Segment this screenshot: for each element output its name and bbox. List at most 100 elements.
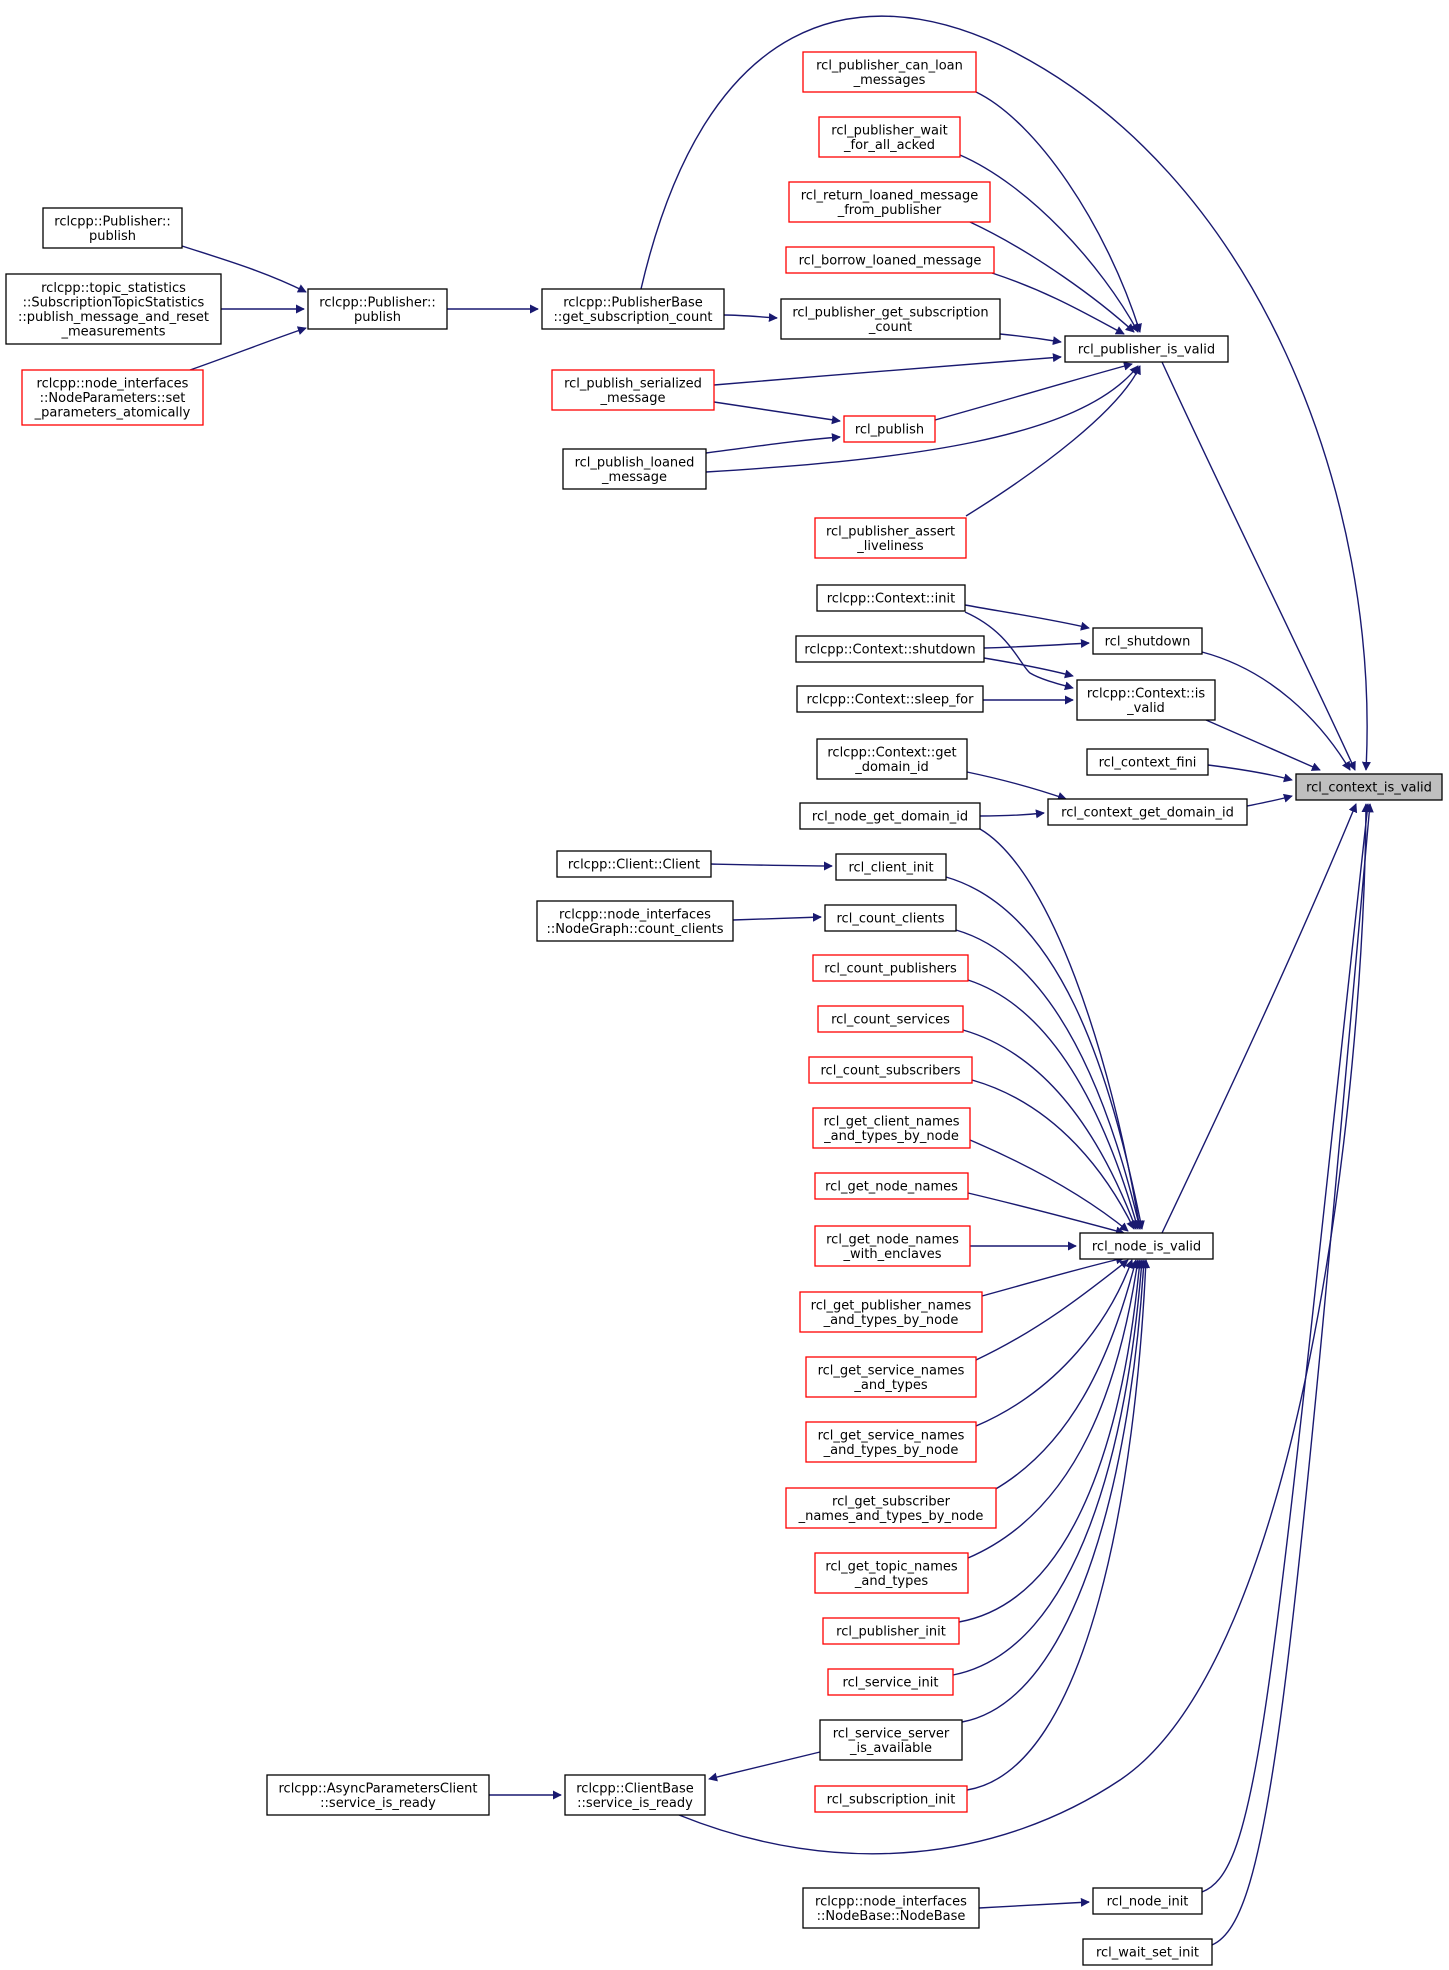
node-rcl-shutdown[interactable]: rcl_shutdown [1092,627,1203,655]
node-node-is-valid[interactable]: rcl_node_is_valid [1079,1232,1214,1260]
node-client-names[interactable]: rcl_get_client_names_and_types_by_node [812,1107,971,1149]
edge-node_names-to-node_is_valid [967,1192,1125,1236]
node-ctx-shutdown[interactable]: rclcpp::Context::shutdown [795,635,985,663]
node-async-params[interactable]: rclcpp::AsyncParametersClient::service_i… [266,1774,490,1816]
node-topic-stats[interactable]: rclcpp::topic_statistics::SubscriptionTo… [5,273,222,345]
node-label-line: rcl_get_node_names [826,1232,959,1247]
node-label-line: rcl_publisher_get_subscription [792,305,988,320]
node-service-names[interactable]: rcl_get_service_names_and_types [805,1356,977,1398]
node-can-loan[interactable]: rcl_publisher_can_loan_messages [802,51,977,93]
node-ctx-is-valid[interactable]: rclcpp::Context::is_valid [1076,679,1216,721]
node-subscriber-names[interactable]: rcl_get_subscriber_names_and_types_by_no… [785,1487,997,1529]
node-get-sub-count[interactable]: rcl_publisher_get_subscription_count [780,298,1001,340]
node-borrow-loaned[interactable]: rcl_borrow_loaned_message [785,246,995,274]
node-pub-valid[interactable]: rcl_publisher_is_valid [1064,335,1229,363]
node-client-init[interactable]: rcl_client_init [835,853,947,881]
node-label-line: _for_all_acked [843,138,935,153]
node-ctx-get-domain[interactable]: rclcpp::Context::get_domain_id [816,738,968,780]
node-subscription-init[interactable]: rcl_subscription_init [814,1785,968,1813]
edge-publish_loaned-to-rcl_publish [705,433,841,454]
node-clientbase-ready[interactable]: rclcpp::ClientBase::service_is_ready [564,1774,706,1816]
node-publisher-publish[interactable]: rclcpp::Publisher::publish [307,288,448,330]
node-box [827,1668,954,1696]
node-nodegraph-count[interactable]: rclcpp::node_interfaces::NodeGraph::coun… [536,900,734,942]
node-box [42,207,183,249]
edge-ctx_is_valid-to-root [1205,719,1321,771]
node-label-line: rcl_return_loaned_message [801,188,979,203]
node-box [816,738,968,780]
node-box [1295,773,1443,801]
node-publisher-names[interactable]: rcl_get_publisher_names_and_types_by_nod… [799,1291,983,1333]
node-node-get-domain[interactable]: rcl_node_get_domain_id [799,802,981,830]
edge-service_available-to-node_is_valid [961,1259,1149,1723]
node-wait-acked[interactable]: rcl_publisher_wait_for_all_acked [818,116,961,158]
node-label-line: rclcpp::Context::shutdown [804,643,975,658]
node-service-available[interactable]: rcl_service_server_is_available [819,1719,963,1761]
node-client-client[interactable]: rclcpp::Client::Client [556,850,712,878]
edges-layer [181,15,1374,1946]
node-label-line: ::service_is_ready [577,1796,693,1811]
edge-ctx_get_domain_id-to-root [1246,793,1293,807]
node-node-names-enclaves[interactable]: rcl_get_node_names_with_enclaves [814,1225,971,1267]
node-count-subscribers[interactable]: rcl_count_subscribers [808,1056,973,1084]
node-ctx-init[interactable]: rclcpp::Context::init [816,584,966,612]
node-label-line: _messages [853,73,926,88]
edge-publish_serialized-to-rcl_publish [713,401,841,425]
node-label-line: rcl_shutdown [1105,635,1191,650]
node-node-init[interactable]: rcl_node_init [1092,1887,1203,1915]
node-box [1064,335,1229,363]
node-box [1092,1887,1203,1915]
node-label-line: _liveliness [856,539,924,554]
node-wait-set-init[interactable]: rcl_wait_set_init [1082,1938,1213,1966]
node-count-services[interactable]: rcl_count_services [817,1005,964,1033]
node-label-line: rcl_count_clients [837,912,945,927]
node-count-publishers[interactable]: rcl_count_publishers [812,954,969,982]
node-box [814,1172,969,1200]
node-label-line: ::publish_message_and_reset [18,310,209,325]
node-topic-names[interactable]: rcl_get_topic_names_and_types [814,1552,969,1594]
node-ctx-sleep-for[interactable]: rclcpp::Context::sleep_for [796,685,984,713]
node-service-names-node[interactable]: rcl_get_service_names_and_types_by_node [805,1421,977,1463]
node-label-line: _parameters_atomically [34,406,191,421]
node-label-line: rclcpp::PublisherBase [563,295,703,310]
edge-ctx_shutdown-to-ctx_is_valid [983,657,1074,679]
node-box [1079,1232,1214,1260]
node-publish-loaned[interactable]: rcl_publish_loaned_message [562,448,707,490]
node-publish-serialized[interactable]: rcl_publish_serialized_message [551,369,715,411]
node-nodebase[interactable]: rclcpp::node_interfaces::NodeBase::NodeB… [802,1887,980,1929]
node-box [796,685,984,713]
node-box [1086,748,1209,776]
node-assert-liveliness[interactable]: rcl_publisher_assert_liveliness [814,517,967,559]
node-box [1092,627,1203,655]
node-box [843,415,936,443]
edge-node_is_valid-to-root [1161,803,1358,1234]
node-box [1047,798,1248,826]
node-label-line: _names_and_types_by_node [798,1509,984,1524]
node-ctx-fini[interactable]: rcl_context_fini [1086,748,1209,776]
node-label-line: rcl_publisher_wait [831,123,947,138]
node-box [814,1225,971,1267]
node-node-names[interactable]: rcl_get_node_names [814,1172,969,1200]
node-box [785,1487,997,1529]
node-root[interactable]: rcl_context_is_valid [1295,773,1443,801]
node-return-loaned[interactable]: rcl_return_loaned_message_from_publisher [788,181,991,223]
node-label-line: rcl_publish_serialized [564,376,702,391]
node-box [799,802,981,830]
node-label-line: _and_types [853,1378,927,1393]
node-rcl-publish[interactable]: rcl_publish [843,415,936,443]
node-box [307,288,448,330]
node-publisher-publish2[interactable]: rclcpp::Publisher::publish [42,207,183,249]
node-label-line: rclcpp::ClientBase [576,1781,694,1796]
node-label-line: rclcpp::node_interfaces [815,1894,967,1909]
node-publisher-init[interactable]: rcl_publisher_init [822,1617,960,1645]
node-label-line: _valid [1126,701,1165,716]
node-count-clients[interactable]: rcl_count_clients [824,904,957,932]
node-box [814,517,967,559]
node-box [795,635,985,663]
edge-node_get_domain-to-ctx_get_domain_id [979,809,1045,819]
node-service-init[interactable]: rcl_service_init [827,1668,954,1696]
node-ctx-get-domain-id[interactable]: rcl_context_get_domain_id [1047,798,1248,826]
node-node-params[interactable]: rclcpp::node_interfaces::NodeParameters:… [21,369,204,426]
node-label-line: rcl_node_get_domain_id [812,810,968,825]
node-pubbase-count[interactable]: rclcpp::PublisherBase::get_subscription_… [541,288,725,330]
